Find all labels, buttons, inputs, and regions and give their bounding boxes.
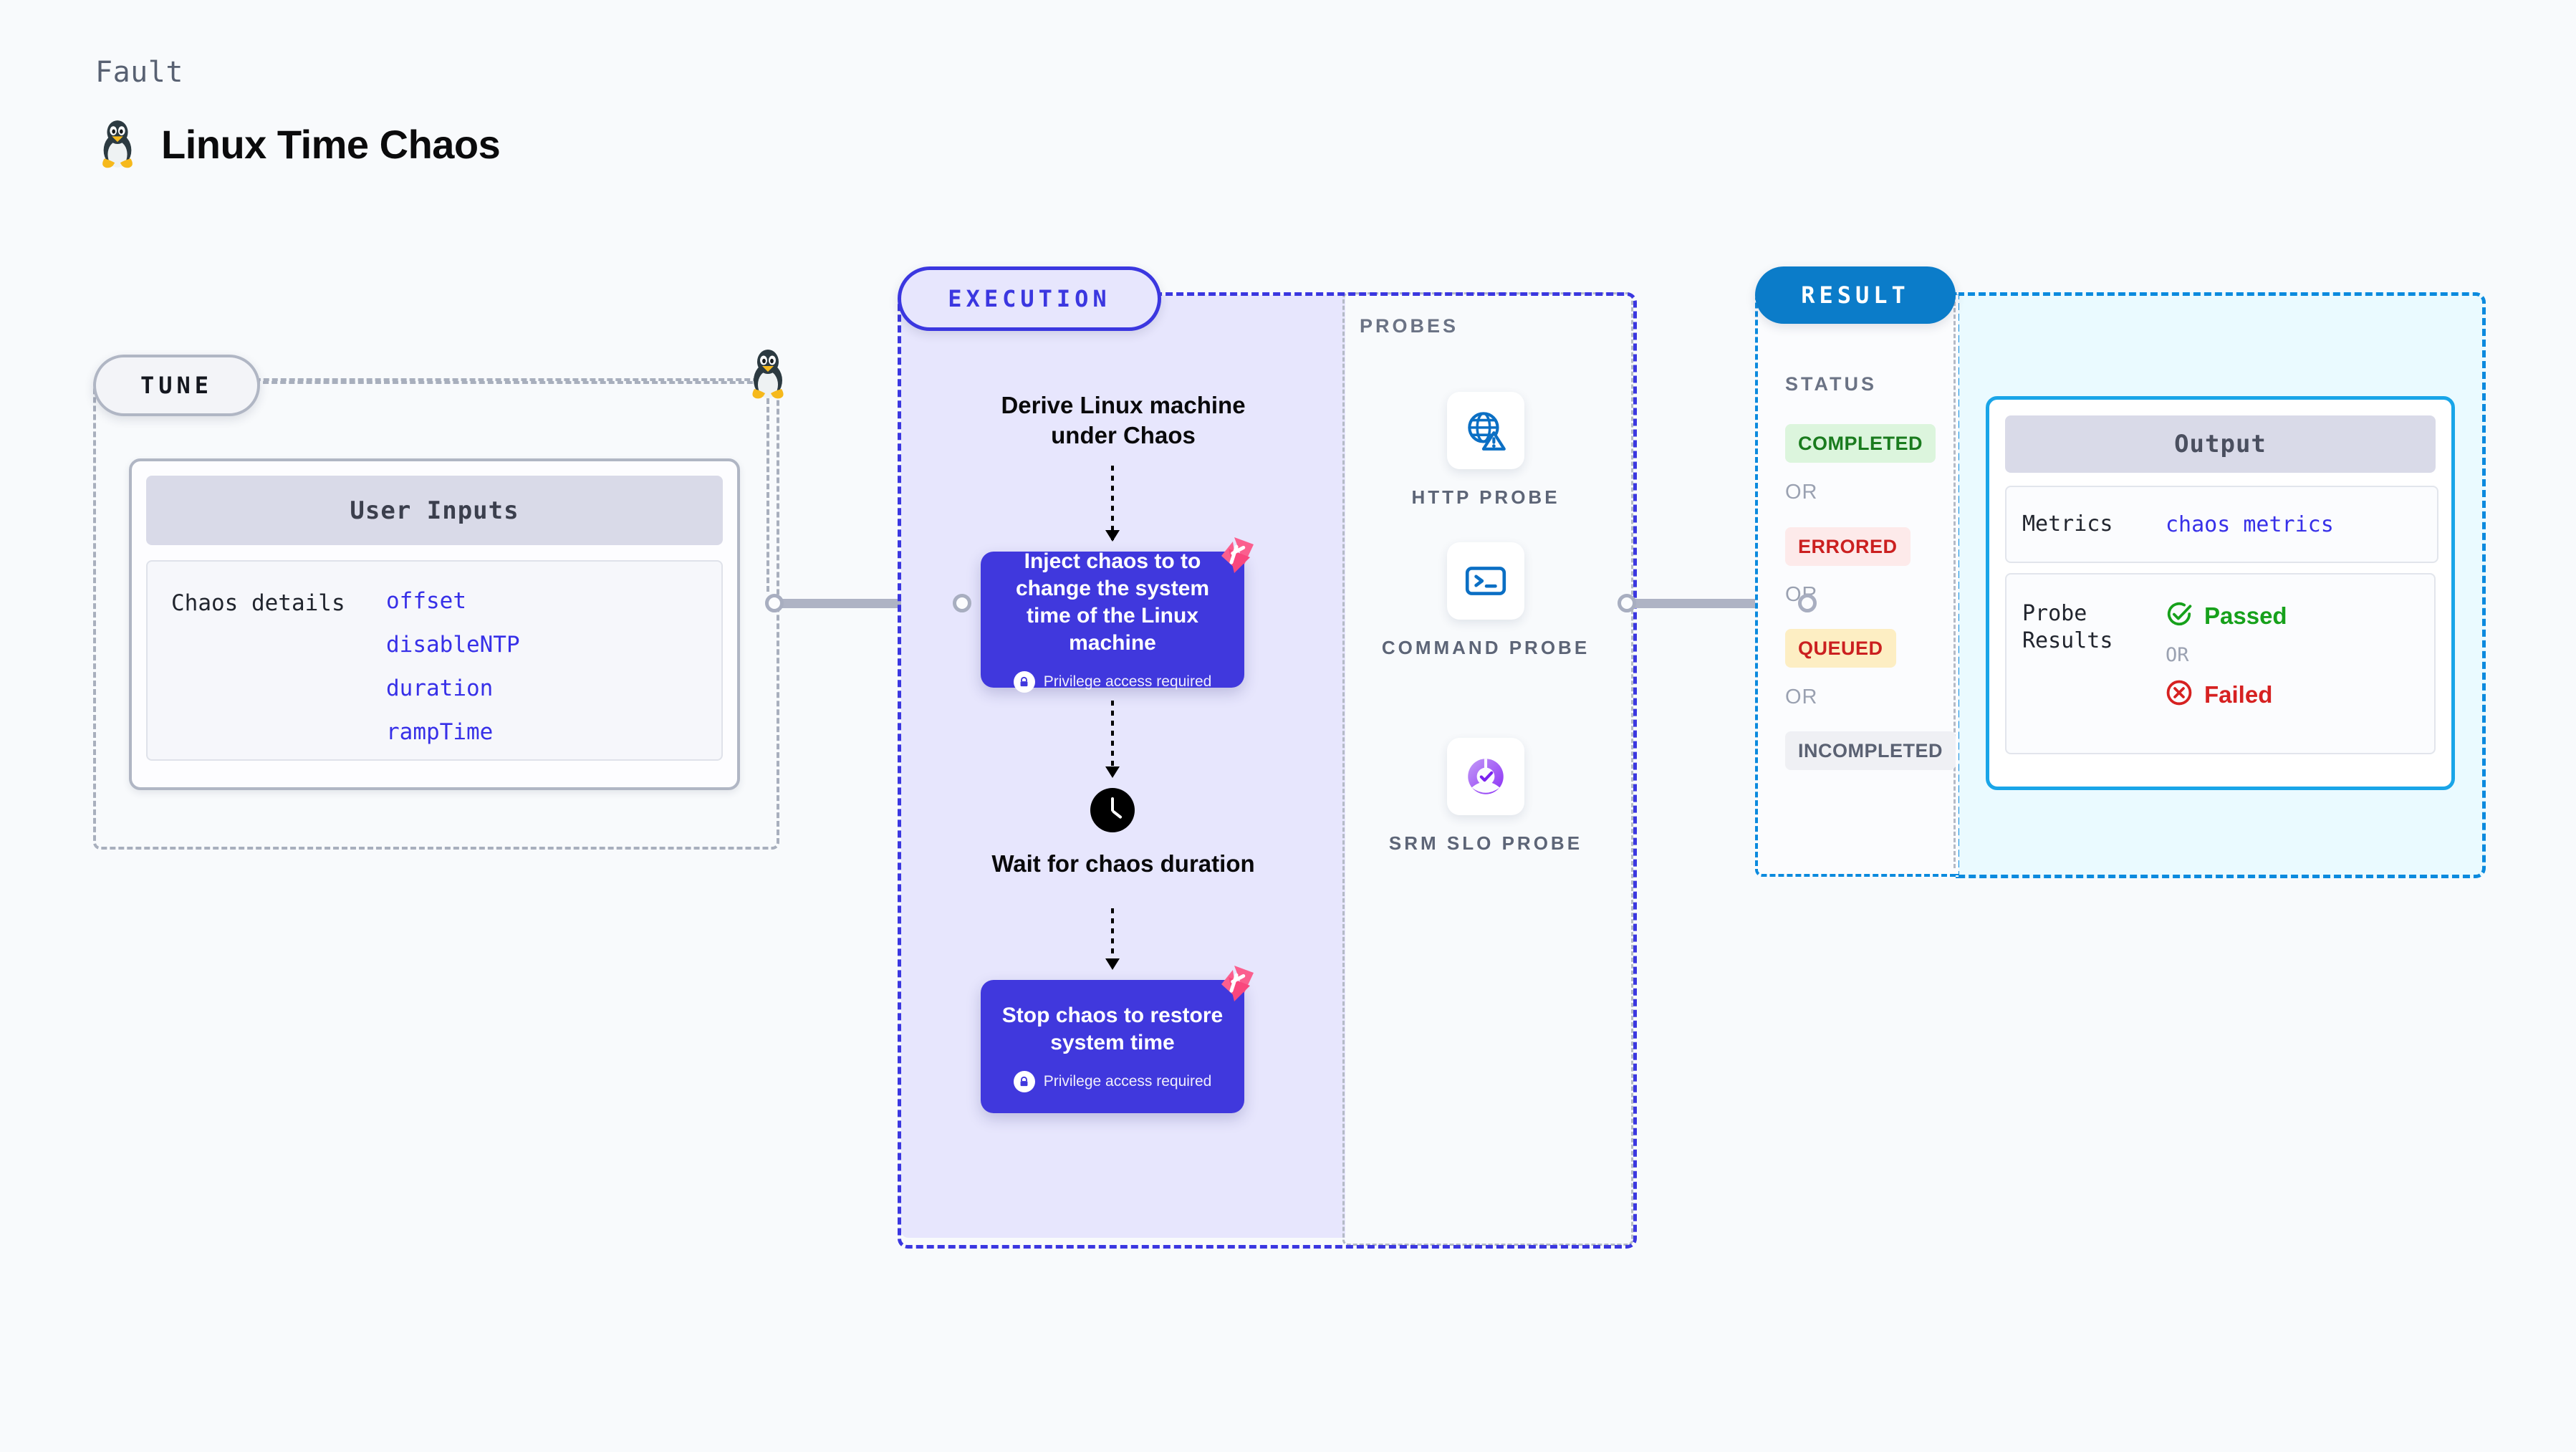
probe-results-key: Probe Results bbox=[2022, 601, 2113, 653]
check-circle-icon bbox=[2166, 600, 2193, 631]
page-title-row: Linux Time Chaos bbox=[95, 118, 501, 170]
x-circle-icon bbox=[2166, 679, 2193, 710]
status-label: STATUS bbox=[1785, 373, 1877, 395]
tune-pill[interactable]: TUNE bbox=[93, 355, 260, 416]
input-disablentp[interactable]: disableNTP bbox=[386, 632, 520, 658]
harness-logo-icon bbox=[1213, 964, 1256, 1006]
result-status-panel bbox=[1755, 292, 1959, 877]
connector-node-start bbox=[765, 594, 784, 612]
result-divider bbox=[1953, 295, 1956, 868]
privilege-note: Privilege access required bbox=[1013, 671, 1212, 693]
linux-tux-icon bbox=[95, 118, 140, 170]
flow-arrow-3 bbox=[1105, 908, 1120, 970]
probes-label: PROBES bbox=[1360, 315, 1459, 337]
globe-warning-icon bbox=[1447, 392, 1524, 469]
tune-panel bbox=[93, 378, 779, 850]
lock-icon bbox=[1013, 671, 1035, 693]
user-inputs-card: User Inputs Chaos details offset disable… bbox=[129, 458, 740, 790]
execution-panel bbox=[898, 292, 1637, 1249]
slo-check-donut-icon bbox=[1447, 738, 1524, 815]
probe-command-label: COMMAND PROBE bbox=[1381, 637, 1590, 658]
connector-node-end bbox=[953, 594, 971, 612]
probe-srm-slo[interactable]: SRM SLO PROBE bbox=[1342, 738, 1629, 855]
privilege-note: Privilege access required bbox=[1013, 1071, 1212, 1093]
input-offset[interactable]: offset bbox=[386, 588, 466, 614]
step-wait-title: Wait for chaos duration bbox=[991, 850, 1255, 877]
probe-command[interactable]: COMMAND PROBE bbox=[1342, 542, 1629, 660]
chaos-details-key: Chaos details bbox=[171, 590, 345, 616]
tune-lead-line bbox=[254, 381, 770, 384]
flow-arrow-2 bbox=[1105, 701, 1120, 778]
terminal-prompt-icon bbox=[1447, 542, 1524, 620]
status-badge-errored: ERRORED bbox=[1785, 527, 1911, 566]
step-stop-chaos-text: Stop chaos to restore system time bbox=[1001, 1003, 1224, 1054]
metrics-value[interactable]: chaos metrics bbox=[2166, 511, 2334, 537]
result-pill[interactable]: RESULT bbox=[1755, 266, 1956, 324]
metrics-key: Metrics bbox=[2022, 511, 2113, 537]
privilege-note-label: Privilege access required bbox=[1043, 1073, 1212, 1090]
connector-node-end bbox=[1798, 594, 1817, 612]
harness-logo-icon bbox=[1213, 536, 1256, 577]
or-separator: OR bbox=[1785, 481, 1818, 504]
input-duration[interactable]: duration bbox=[386, 675, 494, 701]
or-separator: OR bbox=[2166, 644, 2189, 666]
step-derive-title: Derive Linux machine under Chaos bbox=[1001, 392, 1246, 449]
probe-srm-slo-label: SRM SLO PROBE bbox=[1388, 832, 1583, 854]
step-inject-chaos-card[interactable]: Inject chaos to to change the system tim… bbox=[981, 537, 1254, 693]
step-stop-chaos-card[interactable]: Stop chaos to restore system time Privil… bbox=[981, 966, 1254, 1113]
probe-http[interactable]: HTTP PROBE bbox=[1342, 392, 1629, 509]
linux-tux-icon bbox=[745, 347, 791, 400]
user-inputs-body: Chaos details offset disableNTP duration… bbox=[146, 560, 723, 761]
passed-label: Passed bbox=[2204, 602, 2287, 629]
privilege-note-label: Privilege access required bbox=[1043, 673, 1212, 691]
step-inject-chaos-text: Inject chaos to to change the system tim… bbox=[1015, 549, 1210, 655]
chaos-details-values: offset disableNTP duration rampTime bbox=[386, 590, 520, 744]
probe-results-row: Probe Results Passed OR bbox=[2005, 573, 2436, 754]
probe-result-failed: Failed bbox=[2166, 679, 2287, 710]
status-badge-incompleted: INCOMPLETED bbox=[1785, 731, 1956, 770]
user-inputs-header: User Inputs bbox=[146, 476, 723, 545]
clock-icon bbox=[1090, 788, 1135, 832]
page-title: Linux Time Chaos bbox=[161, 121, 501, 167]
page-kicker: Fault bbox=[95, 56, 183, 89]
output-header: Output bbox=[2005, 415, 2436, 473]
status-badge-queued: QUEUED bbox=[1785, 629, 1896, 668]
or-separator: OR bbox=[1785, 686, 1818, 708]
probe-results-values: Passed OR Failed bbox=[2166, 600, 2287, 710]
connector-bar bbox=[1633, 598, 1769, 608]
status-badge-completed: COMPLETED bbox=[1785, 424, 1936, 463]
metrics-row: Metrics chaos metrics bbox=[2005, 486, 2438, 563]
tune-penguin-stem bbox=[766, 398, 769, 592]
output-card: Output Metrics chaos metrics Probe Resul… bbox=[1986, 396, 2455, 790]
connector-node-start bbox=[1618, 594, 1636, 612]
failed-label: Failed bbox=[2204, 681, 2273, 708]
probe-http-label: HTTP PROBE bbox=[1411, 486, 1560, 508]
probe-result-passed: Passed bbox=[2166, 600, 2287, 631]
lock-icon bbox=[1013, 1071, 1035, 1093]
flow-arrow-1 bbox=[1105, 466, 1120, 542]
input-ramptime[interactable]: rampTime bbox=[386, 719, 494, 745]
execution-pill[interactable]: EXECUTION bbox=[898, 266, 1161, 331]
connector-bar bbox=[781, 598, 924, 608]
